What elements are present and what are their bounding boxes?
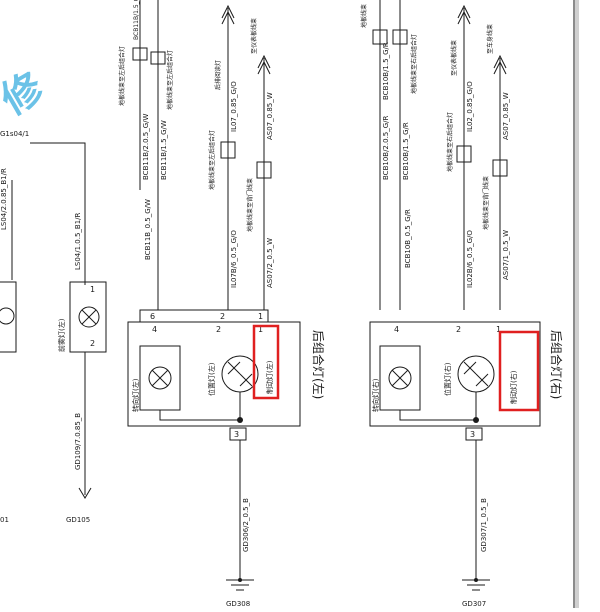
right-pin-3: 3 — [470, 430, 475, 439]
left-brake-highlight — [252, 324, 280, 400]
left-assembly-title: 后组合灯(左) — [311, 330, 326, 399]
fog-ground-label: GD105 — [66, 516, 90, 524]
left-position-label: 位置灯(左) — [207, 362, 216, 396]
right-turn-label: 转向灯(右) — [371, 378, 380, 412]
right-wire-w3: BCB10B_0.5_G/R — [404, 209, 412, 268]
left-junction — [237, 417, 243, 423]
svg-text:2: 2 — [220, 312, 225, 321]
left-edge-g2: LS04/2.0.85_B1/R — [0, 168, 8, 230]
fog-pin2: 2 — [90, 339, 95, 348]
right-connector-1 — [372, 29, 388, 45]
fog-lamp-icon — [78, 306, 100, 328]
left-connector-1 — [132, 47, 148, 61]
right-junction — [473, 417, 479, 423]
right-conn1-label: 地板线束至右后组合灯 — [410, 34, 418, 94]
right-arrow-right-label: 至车身线束 — [486, 24, 494, 54]
left-pin-6: 6 — [150, 312, 155, 321]
fog-pin1: 1 — [90, 285, 95, 294]
right-wire-w1b: BCB10B/1.5_G/R — [402, 122, 410, 180]
right-pin-4: 4 — [394, 325, 399, 334]
right-arrow-a — [457, 4, 471, 19]
right-turn-lamp-icon — [388, 366, 412, 390]
right-pin-1: 1 — [496, 325, 501, 334]
left-conn3-label: 地板线束至左后组合灯 — [208, 130, 216, 190]
left-wire-w5: IL07B/6_0.5_G/O — [230, 230, 238, 288]
right-wire-w1: BCB10B/1.5_G/R — [382, 42, 390, 100]
right-wire-w5: IL02B/6_0.5_G/O — [466, 230, 474, 288]
left-edge-g1: G1s04/1 — [0, 130, 29, 138]
right-connector-3 — [456, 145, 472, 163]
right-wire-w6: AS07_0.85_W — [502, 92, 510, 140]
left-pin-2: 2 — [216, 325, 221, 334]
svg-text:1: 1 — [258, 312, 263, 321]
left-arrow-a — [221, 4, 235, 19]
svg-text:地板线束: 地板线束 — [360, 4, 368, 28]
left-edge-lamp-icon — [0, 307, 15, 325]
left-connector-strip — [139, 309, 269, 323]
right-conn3-label: 地板线束至背门线束 — [482, 176, 490, 230]
left-ground-wire-label: GD306/2_0.5_B — [242, 498, 250, 552]
right-position-label: 位置灯(右) — [443, 362, 452, 396]
left-arrow-left-label: 后排阅读灯 — [214, 60, 222, 90]
left-arrow-b — [257, 54, 271, 69]
left-ground-label: GD308 — [226, 600, 250, 608]
left-pin-3: 3 — [234, 430, 239, 439]
left-connector-2 — [150, 51, 166, 65]
fog-lamp-label: 前雾灯(左) — [57, 318, 66, 352]
fog-ground-arrow — [78, 487, 92, 499]
right-conn2-label: 地板线束至右后组合灯 — [446, 112, 454, 172]
right-connector-4 — [492, 159, 508, 177]
right-wire-w7: AS07/1_0.5_W — [502, 230, 510, 280]
right-connector-2 — [392, 29, 408, 45]
left-conn4-label: 地板线束至背门线束 — [246, 178, 254, 232]
left-wire-w6: AS07_0.85_W — [266, 92, 274, 140]
left-arrow-right-label: 至仪表板线束 — [250, 18, 258, 54]
fog-lamp-box — [69, 281, 107, 353]
left-edge-c01: 01 — [0, 516, 9, 524]
right-wire-w2: BCB10B/2.0.5_G/R — [382, 115, 390, 180]
right-assembly-title: 后组合灯(右) — [549, 330, 564, 399]
left-wire-w3: BCB11B_0.5_G/W — [144, 199, 152, 260]
right-wire-w4: IL02_0.85_G/O — [466, 81, 474, 132]
right-ground-wire-label: GD307/1_0.5_B — [480, 498, 488, 552]
watermark-logo: 修 — [0, 64, 52, 124]
left-pin-1: 1 — [258, 325, 263, 334]
left-assembly-box — [127, 321, 301, 427]
right-pin-2: 2 — [456, 325, 461, 334]
left-connector-4 — [256, 161, 272, 179]
left-pin-4: 4 — [152, 325, 157, 334]
right-ground-pin-box — [465, 427, 483, 441]
right-ground-label: GD307 — [462, 600, 486, 608]
right-assembly-box — [369, 321, 541, 427]
left-brake-label: 制动灯(左) — [265, 360, 274, 394]
left-conn2-label: 地板线束至左后组合灯 — [166, 50, 174, 110]
right-arrow-left-label: 至仪表板线束 — [450, 40, 458, 76]
left-wire-w1: BCB11B/1.5_G/W — [133, 0, 140, 40]
left-edge-lamp-box — [0, 281, 17, 353]
right-brake-highlight — [498, 330, 540, 412]
left-connector-3 — [220, 141, 236, 159]
left-wire-w4: IL07_0.85_G/O — [230, 81, 238, 132]
left-wire-w2: BCB11B/2.0.5_G/W — [142, 113, 150, 180]
fog-ground-wire-label: GD109/7.0.85_B — [74, 413, 82, 470]
left-conn1-label: 地板线束至左后组合灯 — [118, 46, 126, 106]
left-turn-lamp-icon — [148, 366, 172, 390]
left-wire-w7: AS07/2_0.5_W — [266, 238, 274, 288]
right-brake-label: 制动灯(右) — [509, 370, 518, 404]
fog-wire-label: LS04/1.0.5_B1/R — [74, 212, 82, 270]
left-turn-label: 转向灯(左) — [131, 378, 140, 412]
left-wire-w1b: BCB11B/1.5_G/W — [160, 120, 168, 180]
right-arrow-b — [493, 54, 507, 69]
left-edge-wire — [30, 142, 86, 285]
left-ground-pin-box — [229, 427, 247, 441]
